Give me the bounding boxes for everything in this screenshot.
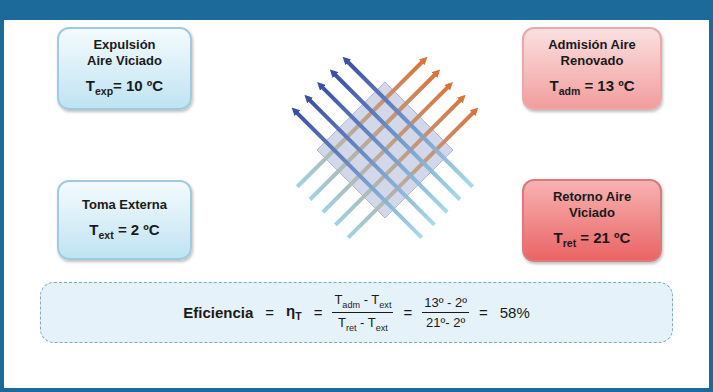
- flow-arrow: [297, 59, 424, 186]
- formula-term: =: [314, 304, 323, 321]
- air-flow-arrows: [294, 59, 475, 237]
- formula-term: 21º- 2º: [426, 315, 465, 330]
- temperature-box: Retorno Aire ViciadoTret = 21 ºC: [522, 179, 662, 262]
- formula-term: 58%: [500, 304, 530, 321]
- temperature-value: Tret = 21 ºC: [554, 229, 631, 252]
- temperature-value: Texp= 10 ºC: [86, 77, 163, 100]
- temperature-box: Expulsión Aire ViciadoTexp= 10 ºC: [57, 27, 192, 110]
- box-heading: Retorno Aire Viciado: [545, 189, 640, 221]
- flow-arrow: [320, 85, 447, 212]
- formula-term: 13º - 2º: [424, 295, 467, 310]
- fraction: 13º - 2º 21º- 2º: [422, 295, 469, 330]
- fraction-bar: [332, 312, 393, 313]
- formula-term: Tret - Text: [338, 315, 388, 333]
- flow-arrow: [345, 59, 472, 186]
- temperature-value: Text = 2 ºC: [89, 221, 159, 244]
- flow-arrow: [333, 72, 460, 199]
- exchanger-core: [317, 82, 453, 218]
- flow-arrow: [294, 110, 421, 237]
- box-heading: Admisión Aire Renovado: [542, 37, 642, 69]
- flow-arrow: [307, 98, 434, 225]
- temperature-box: Admisión Aire RenovadoTadm = 13 ºC: [522, 27, 662, 110]
- formula-term: =: [265, 304, 274, 321]
- box-heading: Toma Externa: [82, 197, 167, 213]
- fraction: Tadm - TextTret - Text: [332, 292, 393, 332]
- fraction-bar: [422, 312, 469, 313]
- temperature-value: Tadm = 13 ºC: [549, 77, 634, 100]
- formula-band: Eficiencia = ηT = Tadm - TextTret - Text = 13º…: [40, 282, 673, 343]
- formula-term: ηT: [286, 302, 302, 322]
- formula-term: Tadm - Text: [334, 292, 391, 310]
- formula-term: =: [403, 304, 412, 321]
- box-heading: Expulsión Aire Viciado: [82, 37, 167, 69]
- formula-term: Eficiencia: [183, 304, 253, 321]
- temperature-box: Toma ExternaText = 2 ºC: [57, 180, 192, 260]
- formula-term: =: [479, 304, 488, 321]
